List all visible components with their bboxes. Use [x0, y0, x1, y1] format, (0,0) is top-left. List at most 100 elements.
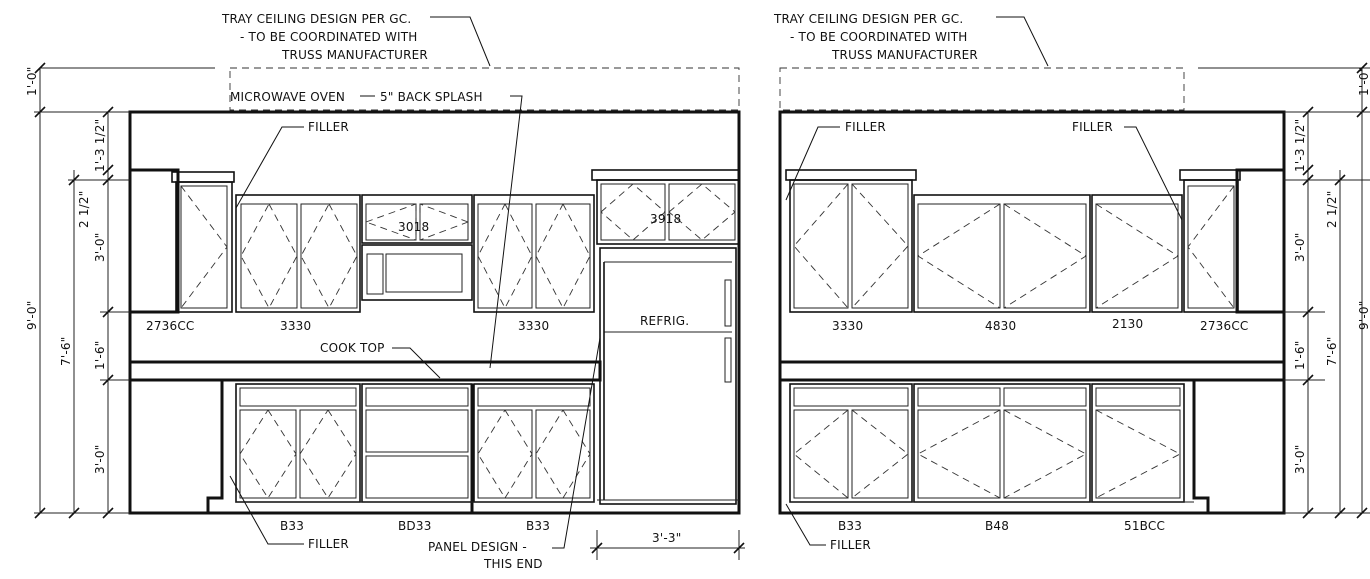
door-swing	[477, 409, 533, 499]
dim-tick	[68, 174, 80, 186]
door-swing	[240, 203, 298, 309]
left-tray-note-line2: - TO BE COORDINATED WITH	[240, 30, 418, 44]
door-swing	[1003, 409, 1087, 499]
door-panel	[300, 203, 358, 309]
left-tray-ceiling-outline	[229, 67, 740, 111]
door-swing	[793, 409, 849, 499]
upper-cabinet-2130	[1091, 194, 1183, 313]
dim-tick	[1356, 62, 1368, 74]
left-upper-cabinets	[171, 169, 740, 313]
dim-soffit-left: 1'-3 1/2"	[93, 119, 107, 172]
panel-design-leader	[552, 337, 601, 549]
right-tray-ceiling-outline	[779, 67, 1185, 111]
door-panel	[793, 183, 849, 309]
door-swing	[239, 409, 297, 499]
left-countertop	[128, 360, 602, 382]
door-swing	[535, 203, 591, 309]
drawer-front	[365, 409, 469, 453]
drawer-front	[917, 387, 1001, 407]
door-swing	[851, 409, 909, 499]
code-bd33: BD33	[398, 519, 432, 533]
upper-cabinet-4830	[913, 194, 1091, 313]
dim-tick	[102, 306, 114, 318]
code-2130: 2130	[1112, 317, 1143, 331]
left-tray-note-leader	[430, 16, 491, 67]
door-swing	[1187, 185, 1235, 309]
dim-tick	[1302, 106, 1314, 118]
left-tray-note-line3: TRUSS MANUFACTURER	[281, 48, 428, 62]
dim-tick	[1302, 164, 1314, 176]
dim-tick	[1334, 507, 1346, 519]
upper-cabinet-2736cc	[1183, 179, 1239, 313]
door-panel	[1003, 203, 1087, 309]
refrig-box	[599, 247, 737, 505]
dim-tick	[34, 106, 46, 118]
right-filler-bottom-label: FILLER	[830, 538, 871, 552]
dim-tick	[34, 507, 46, 519]
door-swing	[668, 183, 736, 241]
door-swing	[300, 203, 358, 309]
door-panel	[1003, 409, 1087, 499]
dim-upper-height-right: 3'-0"	[1293, 233, 1307, 262]
dim-tick	[102, 174, 114, 186]
dim-soffit-right: 1'-3 1/2"	[1293, 119, 1307, 172]
dim-tick	[102, 164, 114, 176]
right-upper-cabinets	[785, 169, 1241, 313]
dim-tick	[1356, 507, 1368, 519]
right-tray-ceiling-note: TRAY CEILING DESIGN PER GC. - TO BE COOR…	[773, 12, 1185, 111]
code-b33-left: B33	[280, 519, 304, 533]
door-swing	[535, 409, 591, 499]
refrig-width-dim: 3'-3"	[652, 531, 681, 545]
door-swing	[600, 183, 666, 241]
dim-upper-offset-left: 7'-6"	[59, 337, 73, 366]
upper-cabinet-2736cc	[175, 181, 233, 313]
door-panel	[239, 409, 297, 499]
code-2736cc-r: 2736CC	[1200, 319, 1249, 333]
code-3018: 3018	[398, 220, 429, 234]
right-filler-bottom-leader	[785, 503, 826, 546]
door-panel	[240, 203, 298, 309]
left-filler-bottom-leader	[229, 475, 304, 545]
right-tray-note-line3: TRUSS MANUFACTURER	[831, 48, 978, 62]
dim-gap-left: 1'-6"	[93, 341, 107, 370]
dim-crown-right: 2 1/2"	[1325, 191, 1339, 228]
base-cabinet-51bcc	[1091, 383, 1185, 503]
right-tray-note-line2: - TO BE COORDINATED WITH	[790, 30, 968, 44]
dim-outer-top-right: 1'-0"	[1357, 67, 1370, 96]
base-cabinet-b33-right	[473, 383, 595, 503]
dim-tick	[1302, 374, 1314, 386]
base-cabinet-bd33	[361, 383, 473, 503]
right-vertical-dimensions: 1'-0" 1'-3 1/2" 2 1/2" 3'-0" 1'-6" 3'-0"…	[1284, 62, 1370, 519]
crown-molding	[171, 171, 235, 183]
upper-cabinet-3018	[361, 194, 473, 244]
left-filler-top-label: FILLER	[308, 120, 349, 134]
microwave-oven-label: MICROWAVE OVEN	[230, 90, 345, 104]
door-swing	[477, 203, 533, 309]
door-swing	[419, 203, 469, 241]
code-3330-right: 3330	[518, 319, 549, 333]
left-vertical-dimensions: 1'-0" 9'-0" 7'-6" 1'-3 1/2" 2 1/2" 3'-0"…	[25, 62, 130, 519]
dim-tick	[591, 542, 603, 554]
dim-tick	[1302, 507, 1314, 519]
back-splash-label: 5" BACK SPLASH	[380, 90, 483, 104]
left-base-cabinets	[235, 383, 595, 513]
refrig-crown-molding	[591, 169, 740, 181]
dim-tick	[1302, 306, 1314, 318]
code-3918: 3918	[650, 212, 681, 226]
left-tray-ceiling-note: TRAY CEILING DESIGN PER GC. - TO BE COOR…	[221, 12, 740, 111]
left-elevation: TRAY CEILING DESIGN PER GC. - TO BE COOR…	[25, 12, 745, 571]
right-filler-left-leader	[785, 126, 840, 201]
drawer-front	[239, 387, 357, 407]
dim-outer-top-left: 1'-0"	[25, 67, 39, 96]
door-panel	[851, 409, 909, 499]
left-filler-bottom-label: FILLER	[308, 537, 349, 551]
dim-total-left: 9'-0"	[25, 301, 39, 330]
dim-upper-offset-right: 7'-6"	[1325, 337, 1339, 366]
door-panel	[793, 409, 849, 499]
base-cabinet-b48	[913, 383, 1091, 503]
dim-tick	[102, 106, 114, 118]
drawer-front	[365, 387, 469, 407]
right-end-panel	[1235, 168, 1286, 314]
left-base-end	[206, 380, 224, 513]
dim-base-height-right: 3'-0"	[1293, 445, 1307, 474]
